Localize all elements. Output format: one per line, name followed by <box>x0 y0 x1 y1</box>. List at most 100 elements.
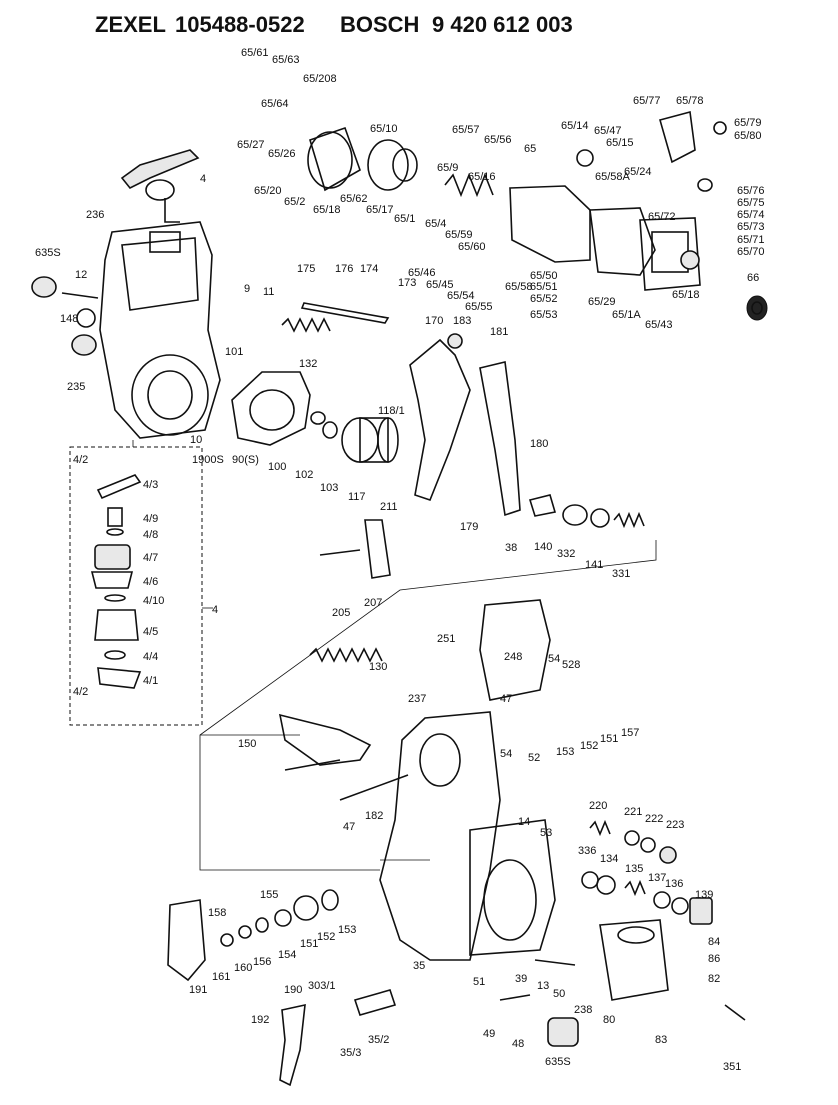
label-51: 51 <box>473 976 485 988</box>
label-65-27: 65/27 <box>237 139 265 151</box>
label-134: 134 <box>600 853 618 865</box>
label-4-9: 4/9 <box>143 513 158 525</box>
label-4-8: 4/8 <box>143 529 158 541</box>
label-236: 236 <box>86 209 104 221</box>
label-331: 331 <box>612 568 630 580</box>
label-161: 161 <box>212 971 230 983</box>
label-4-10: 4/10 <box>143 595 164 607</box>
label-151a: 151 <box>600 733 618 745</box>
label-101: 101 <box>225 346 243 358</box>
label-132: 132 <box>299 358 317 370</box>
part-labels: 65/61 65/63 65/208 65/64 65/27 65/26 65/… <box>35 47 765 1073</box>
label-65-80: 65/80 <box>734 130 762 142</box>
label-156: 156 <box>253 956 271 968</box>
label-53: 53 <box>540 827 552 839</box>
label-65-58: 65/58 <box>505 281 533 293</box>
label-153b: 153 <box>338 924 356 936</box>
label-151b: 151 <box>300 938 318 950</box>
label-103: 103 <box>320 482 338 494</box>
label-130: 130 <box>369 661 387 673</box>
label-65-1a: 65/1A <box>612 309 641 321</box>
label-191: 191 <box>189 984 207 996</box>
label-170: 170 <box>425 315 443 327</box>
label-160: 160 <box>234 962 252 974</box>
label-154: 154 <box>278 949 296 961</box>
label-90s: 90(S) <box>232 454 259 466</box>
label-4-1: 4/1 <box>143 675 158 687</box>
label-190: 190 <box>284 984 302 996</box>
label-65-17: 65/17 <box>366 204 394 216</box>
label-65-61: 65/61 <box>241 47 269 59</box>
label-248: 248 <box>504 651 522 663</box>
label-65-59: 65/59 <box>445 229 473 241</box>
label-635s-bottom: 635S <box>545 1056 571 1068</box>
label-4-2b: 4/2 <box>73 686 88 698</box>
label-220: 220 <box>589 800 607 812</box>
label-183: 183 <box>453 315 471 327</box>
label-237: 237 <box>408 693 426 705</box>
brand-zexel: ZEXEL <box>95 12 166 37</box>
label-157: 157 <box>621 727 639 739</box>
label-182: 182 <box>365 810 383 822</box>
label-65-78: 65/78 <box>676 95 704 107</box>
label-65-71: 65/71 <box>737 234 765 246</box>
label-65-50: 65/50 <box>530 270 558 282</box>
label-332: 332 <box>557 548 575 560</box>
label-65-16: 65/16 <box>468 171 496 183</box>
label-65-79: 65/79 <box>734 117 762 129</box>
label-118-1: 118/1 <box>378 405 405 417</box>
label-65-77: 65/77 <box>633 95 661 107</box>
label-181: 181 <box>490 326 508 338</box>
label-222: 222 <box>645 813 663 825</box>
label-65-63: 65/63 <box>272 54 300 66</box>
label-65-18: 65/18 <box>313 204 341 216</box>
label-351: 351 <box>723 1061 741 1073</box>
label-303-1: 303/1 <box>308 980 336 992</box>
label-136: 136 <box>665 878 683 890</box>
label-251: 251 <box>437 633 455 645</box>
label-180: 180 <box>530 438 548 450</box>
label-137: 137 <box>648 872 666 884</box>
label-152b: 152 <box>317 931 335 943</box>
label-235: 235 <box>67 381 85 393</box>
label-65-29: 65/29 <box>588 296 616 308</box>
label-65-70: 65/70 <box>737 246 765 258</box>
label-48: 48 <box>512 1038 524 1050</box>
label-65-55: 65/55 <box>465 301 493 313</box>
label-14: 14 <box>518 816 530 828</box>
label-65-1: 65/1 <box>394 213 415 225</box>
label-65-57: 65/57 <box>452 124 480 136</box>
label-54a: 54 <box>548 653 560 665</box>
leader-lines <box>132 440 657 871</box>
label-179: 179 <box>460 521 478 533</box>
label-4-6: 4/6 <box>143 576 158 588</box>
label-65-60: 65/60 <box>458 241 486 253</box>
label-47b: 47 <box>343 821 355 833</box>
label-65-20: 65/20 <box>254 185 282 197</box>
label-49: 49 <box>483 1028 495 1040</box>
part-drawings <box>31 110 768 1087</box>
label-65-4: 65/4 <box>425 218 446 230</box>
label-35-3: 35/3 <box>340 1047 361 1059</box>
label-221: 221 <box>624 806 642 818</box>
label-65-74: 65/74 <box>737 209 765 221</box>
label-65-18b: 65/18 <box>672 289 700 301</box>
label-158: 158 <box>208 907 226 919</box>
label-4-kit: 4 <box>212 604 218 616</box>
label-80: 80 <box>603 1014 615 1026</box>
label-11: 11 <box>263 286 274 298</box>
label-65-26: 65/26 <box>268 148 296 160</box>
label-176: 176 <box>335 263 353 275</box>
label-65-53: 65/53 <box>530 309 558 321</box>
label-52: 52 <box>528 752 540 764</box>
label-65-46: 65/46 <box>408 267 436 279</box>
label-65-9: 65/9 <box>437 162 458 174</box>
label-117: 117 <box>348 491 366 503</box>
label-207: 207 <box>364 597 382 609</box>
label-83: 83 <box>655 1034 667 1046</box>
label-65-62: 65/62 <box>340 193 368 205</box>
label-47a: 47 <box>500 693 512 705</box>
label-4-3: 4/3 <box>143 479 158 491</box>
label-148: 148 <box>60 313 78 325</box>
